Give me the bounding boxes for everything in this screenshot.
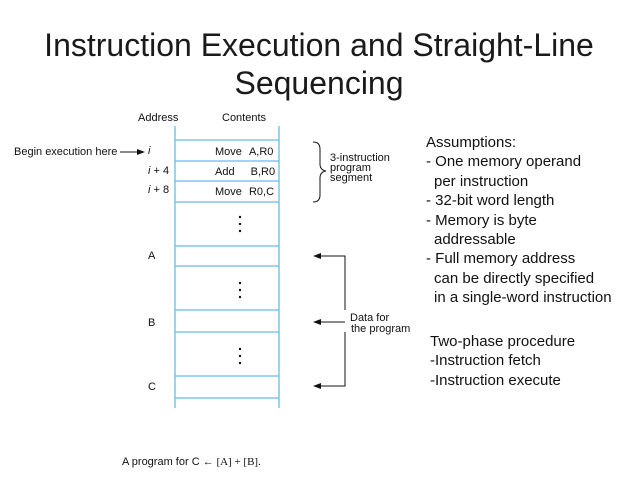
begin-arrow [120, 149, 145, 155]
instr-op: Add [215, 166, 235, 178]
addr-c: C [148, 381, 156, 393]
title-line-2: Sequencing [234, 65, 404, 101]
instr-args: B,R0 [250, 166, 276, 178]
figure-caption: A program for C ← [A] + [B]. [122, 456, 261, 468]
instr-op: Move [215, 146, 242, 158]
instr-row-2: Add B,R0 [215, 166, 275, 178]
slide-title: Instruction Execution and Straight-Line … [0, 26, 638, 102]
begin-execution-label: Begin execution here [14, 146, 118, 158]
segment-label: 3-instruction program segment [330, 152, 390, 184]
addr-a: A [148, 250, 156, 262]
contents-header: Contents [222, 112, 267, 124]
instr-op: Move [215, 186, 242, 198]
instr-row-1: Move A,R0 [215, 146, 273, 158]
instr-args: A,R0 [248, 146, 274, 158]
addr-i: i [148, 145, 151, 157]
data-arrows [320, 255, 346, 387]
instr-args: R0,C [248, 186, 275, 198]
two-phase-list: Two-phase procedure -Instruction fetch -… [430, 333, 576, 389]
segment-brace [312, 141, 327, 203]
title-line-1: Instruction Execution and Straight-Line [44, 27, 594, 63]
addr-i-plus-4: i + 4 [148, 165, 170, 177]
address-header: Address [138, 112, 179, 124]
instr-row-3: Move R0,C [215, 186, 274, 198]
addr-i-plus-8: i + 8 [148, 184, 170, 196]
addr-b: B [148, 317, 156, 329]
data-label: Data for the program [350, 312, 411, 335]
assumptions-list: Assumptions: - One memory operand per in… [426, 134, 612, 307]
